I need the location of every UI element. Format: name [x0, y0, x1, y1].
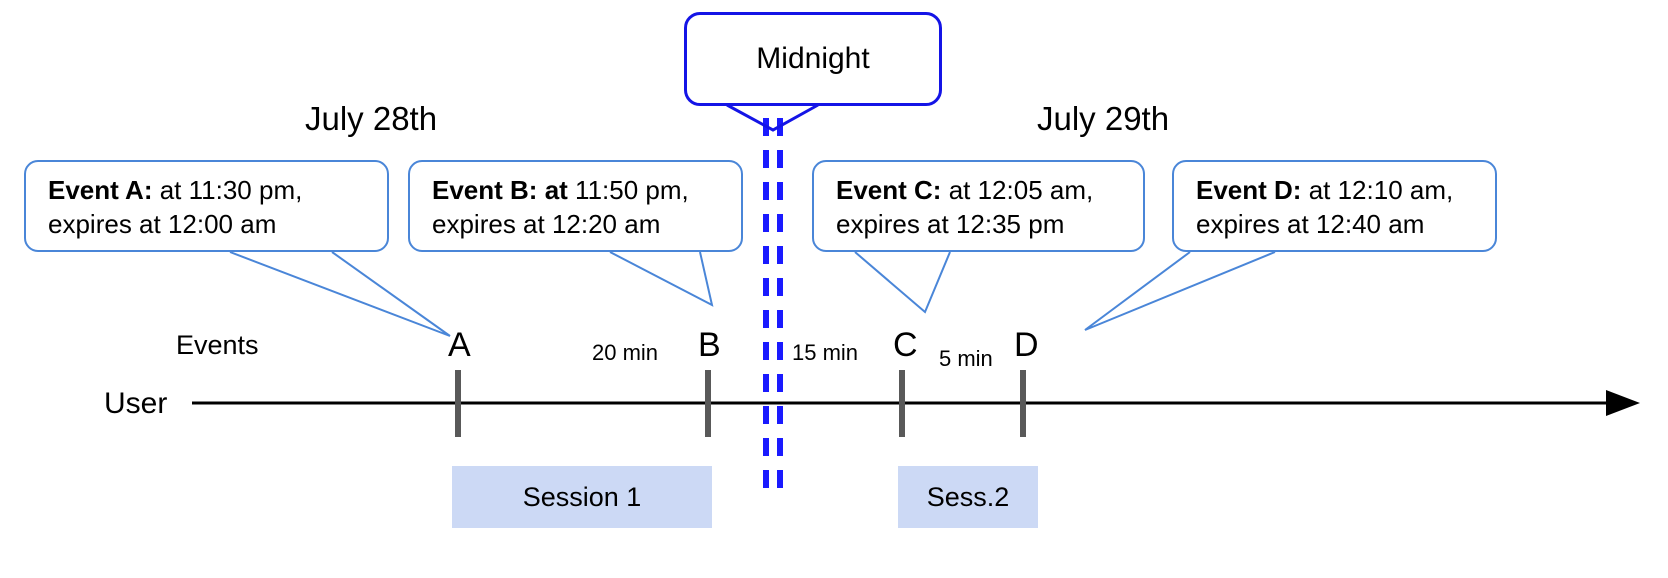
callout-event-d: Event D: at 12:10 am, expires at 12:40 a… [1172, 160, 1497, 252]
midnight-dashed-line [763, 118, 783, 500]
callout-event-c-line2: expires at 12:35 pm [836, 208, 1065, 239]
midnight-callout: Midnight [684, 12, 942, 106]
callout-event-b-line1: Event B: at 11:50 pm, [432, 174, 725, 208]
user-row-label: User [104, 387, 168, 420]
events-row-label: Events [176, 330, 259, 360]
callout-event-a-rest: at 11:30 pm, [152, 175, 303, 205]
interval-label-15min: 15 min [792, 340, 859, 365]
interval-label-5min: 5 min [939, 346, 993, 371]
session-chip-1: Session 1 [452, 466, 712, 528]
callout-event-b-title: Event B: [432, 175, 538, 205]
leader-c [854, 251, 951, 314]
callout-event-c-rest: at 12:05 am, [941, 175, 1094, 205]
callout-event-c-title: Event C: [836, 175, 942, 205]
midnight-bubble-tail [726, 103, 819, 132]
callout-event-d-line2: expires at 12:40 am [1196, 208, 1425, 239]
event-tick-marks [455, 370, 1026, 437]
event-letter-c: C [893, 326, 918, 364]
date-label-left: July 28th [305, 100, 438, 137]
interval-label-20min: 20 min [592, 340, 659, 365]
callout-event-a-line2: expires at 12:00 am [48, 208, 277, 239]
callout-event-b-title-extra: at [537, 175, 568, 205]
callout-event-a-title: Event A: [48, 175, 153, 205]
callout-event-b-line2: expires at 12:20 am [432, 208, 661, 239]
event-letter-a: A [448, 326, 471, 364]
callout-event-c-line1: Event C: at 12:05 am, [836, 174, 1127, 208]
event-letter-d: D [1014, 326, 1039, 364]
midnight-label: Midnight [756, 42, 870, 75]
session-chip-2-label: Sess.2 [926, 481, 1010, 512]
leader-a [229, 251, 451, 337]
session-chip-1-label: Session 1 [522, 481, 642, 512]
leader-d [1084, 251, 1276, 331]
callout-event-b-rest: 11:50 pm, [567, 175, 689, 205]
callout-event-c: Event C: at 12:05 am, expires at 12:35 p… [812, 160, 1145, 252]
session-chip-2: Sess.2 [898, 466, 1038, 528]
user-timeline-axis [192, 390, 1640, 416]
callout-event-a: Event A: at 11:30 pm, expires at 12:00 a… [24, 160, 389, 252]
callout-event-d-rest: at 12:10 am, [1301, 175, 1454, 205]
callout-event-d-title: Event D: [1196, 175, 1302, 205]
event-letter-b: B [698, 326, 721, 364]
leader-b [609, 251, 714, 307]
callout-event-a-line1: Event A: at 11:30 pm, [48, 174, 371, 208]
callout-event-b: Event B: at 11:50 pm, expires at 12:20 a… [408, 160, 743, 252]
callout-leader-lines [229, 251, 1276, 337]
date-label-right: July 29th [1037, 100, 1170, 137]
callout-event-d-line1: Event D: at 12:10 am, [1196, 174, 1479, 208]
